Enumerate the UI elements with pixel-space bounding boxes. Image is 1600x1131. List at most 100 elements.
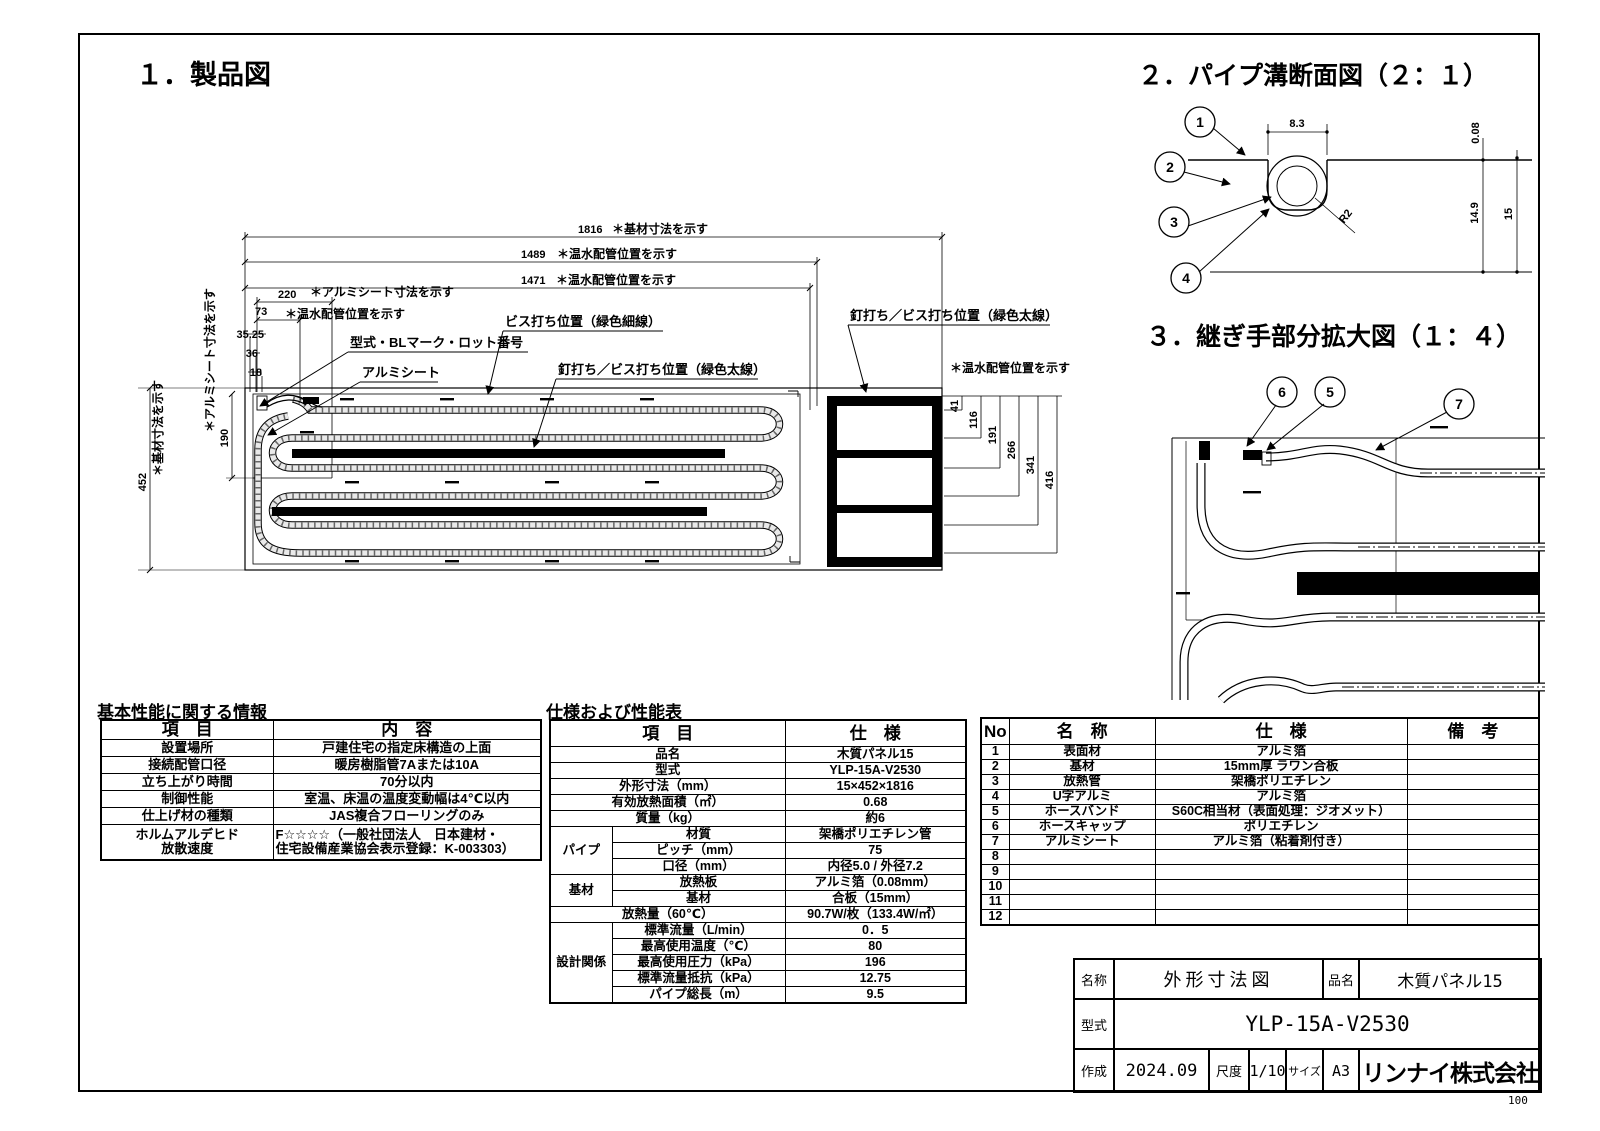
label-nail-right: 釘打ち／ビス打ち位置（緑色太線） — [850, 308, 1058, 323]
right-dims-note: ＊温水配管位置を示す — [950, 360, 1070, 375]
title-block-date-label: 作成 — [1075, 1050, 1115, 1091]
basic-content: JAS複合フローリングのみ — [272, 806, 542, 825]
spec-item: 標準流量抵抗（kPa） — [611, 970, 786, 987]
parts-col-no: No — [980, 717, 1010, 745]
dim-452-note: ＊基材寸法を示す — [150, 380, 165, 476]
dim-36: 36 — [246, 348, 258, 360]
title-block-model-value: YLP-15A-V2530 — [1245, 1012, 1410, 1036]
spec-value: 12.75 — [784, 970, 967, 987]
dim-116: 116 — [968, 411, 980, 429]
parts-col-note: 備 考 — [1406, 717, 1540, 745]
spec-item: 質量（kg） — [549, 810, 786, 827]
dim-220: 220 — [278, 289, 296, 301]
balloon-5: 5 — [1326, 384, 1334, 400]
spec-value: 0.68 — [784, 794, 967, 811]
basic-content-line1: F☆☆☆☆（一般社団法人 日本建材・ — [275, 827, 500, 843]
section1-title: １．製品図 — [136, 60, 271, 90]
spec-col-spec: 仕 様 — [784, 719, 967, 747]
dim-depth: 14.9 — [1469, 202, 1481, 223]
label-screw-thin: ビス打ち位置（緑色細線） — [505, 314, 661, 329]
basic-table-title: 基本性能に関する情報 — [97, 703, 267, 722]
joint-detail-labels: 6 5 7 — [1278, 384, 1463, 412]
cross-section-drawing — [1154, 106, 1532, 294]
section3-title: ３．継ぎ手部分拡大図（１：４） — [1146, 323, 1522, 351]
dim-1489: 1489 — [521, 249, 545, 261]
table-row: 8 — [980, 849, 1540, 865]
spec-value: 木質パネル15 — [784, 746, 967, 763]
basic-content: 戸建住宅の指定床構造の上面 — [272, 738, 542, 757]
spec-value: 75 — [784, 842, 967, 859]
spec-group-base: 基材 — [549, 874, 613, 907]
title-block-size-label: サイズ — [1287, 1050, 1324, 1091]
basic-performance-table: 項 目 内 容 設置場所戸建住宅の指定床構造の上面 接続配管口径暖房樹脂管7Aま… — [100, 719, 542, 861]
spec-item: 最高使用温度（℃） — [611, 938, 786, 955]
title-block-scale-value: 1/10 — [1250, 1050, 1287, 1091]
table-row: 10 — [980, 879, 1540, 895]
dim-191: 191 — [987, 426, 999, 444]
title-block-name-value: 外形寸法図 — [1115, 960, 1324, 998]
balloon-4: 4 — [1182, 270, 1190, 286]
product-dimension-labels: 1816 ＊基材寸法を示す 1489 ＊温水配管位置を示す 1471 ＊温水配管… — [137, 221, 1070, 491]
spec-item: 最高使用圧力（kPa） — [611, 954, 786, 971]
table-row: 9 — [980, 864, 1540, 880]
balloon-2: 2 — [1166, 159, 1174, 175]
basic-content-formaldehyde: F☆☆☆☆（一般社団法人 日本建材・ 住宅設備産業協会表示登録：K-003303… — [272, 823, 542, 861]
dim-18: 18 — [250, 367, 262, 379]
spec-value: YLP-15A-V2530 — [784, 762, 967, 779]
title-block-date-value: 2024.09 — [1115, 1050, 1210, 1091]
dim-35-25: 35.25 — [236, 329, 264, 341]
spec-item: 型式 — [549, 762, 786, 779]
spec-col-item: 項 目 — [549, 719, 786, 747]
title-block-size-value: A3 — [1324, 1050, 1360, 1091]
label-model-blmark: 型式・BLマーク・ロット番号 — [350, 335, 523, 350]
title-block-name-label: 名称 — [1075, 960, 1115, 998]
spec-value: 0．5 — [784, 922, 967, 939]
basic-content: 暖房樹脂管7Aまたは10A — [272, 755, 542, 774]
table-row: 12 — [980, 909, 1540, 926]
dim-total-thickness: 15 — [1503, 208, 1515, 220]
joint-detail-drawing — [1171, 376, 1545, 704]
dim-73: 73 — [255, 306, 267, 318]
dim-radius: R2 — [1337, 207, 1355, 225]
table-row: 11 — [980, 894, 1540, 910]
spec-value: 内径5.0 / 外径7.2 — [784, 858, 967, 875]
basic-item-line1: ホルムアルデヒド — [135, 827, 240, 843]
title-block-model-label: 型式 — [1075, 1000, 1115, 1048]
basic-col-item: 項 目 — [100, 719, 274, 740]
cross-section-labels: 1 2 3 4 8.3 0.08 14.9 15 R2 — [1166, 114, 1515, 286]
parts-col-name: 名 称 — [1008, 717, 1156, 745]
balloon-3: 3 — [1170, 214, 1178, 230]
spec-item: パイプ総長（m） — [611, 986, 786, 1004]
spec-item: 有効放熱面積（㎡） — [549, 794, 786, 811]
dim-1816-note: ＊基材寸法を示す — [612, 221, 708, 236]
basic-col-content: 内 容 — [272, 719, 542, 740]
dim-73-note: ＊温水配管位置を示す — [285, 306, 405, 321]
spec-item: 外形寸法（mm） — [549, 778, 786, 795]
dim-416: 416 — [1044, 471, 1056, 489]
label-alumisheet: アルミシート — [362, 365, 440, 380]
dim-190: 190 — [219, 429, 231, 447]
dim-452: 452 — [137, 473, 149, 491]
title-block-company: リンナイ株式会社 — [1362, 1059, 1539, 1086]
basic-item: 制御性能 — [100, 789, 274, 808]
balloon-7: 7 — [1455, 396, 1463, 412]
page-number: 100 — [1508, 1094, 1528, 1107]
title-block: 名称 外形寸法図 品名 木質パネル15 型式 YLP-15A-V2530 作成 … — [1073, 958, 1542, 1093]
spec-value: 90.7W/枚（133.4W/㎡） — [784, 906, 967, 923]
title-block-product-value: 木質パネル15 — [1397, 971, 1503, 992]
dim-1471-note: ＊温水配管位置を示す — [556, 272, 676, 287]
spec-value: 196 — [784, 954, 967, 971]
basic-content: 70分以内 — [272, 772, 542, 791]
spec-table-title: 仕様および性能表 — [546, 703, 682, 722]
product-leader-labels: ビス打ち位置（緑色細線） 型式・BLマーク・ロット番号 アルミシート 釘打ち／ビ… — [259, 308, 1058, 448]
spec-item: 放熱量（60℃） — [549, 906, 786, 923]
spec-item: ピッチ（mm） — [611, 842, 786, 859]
basic-item: 仕上げ材の種類 — [100, 806, 274, 825]
